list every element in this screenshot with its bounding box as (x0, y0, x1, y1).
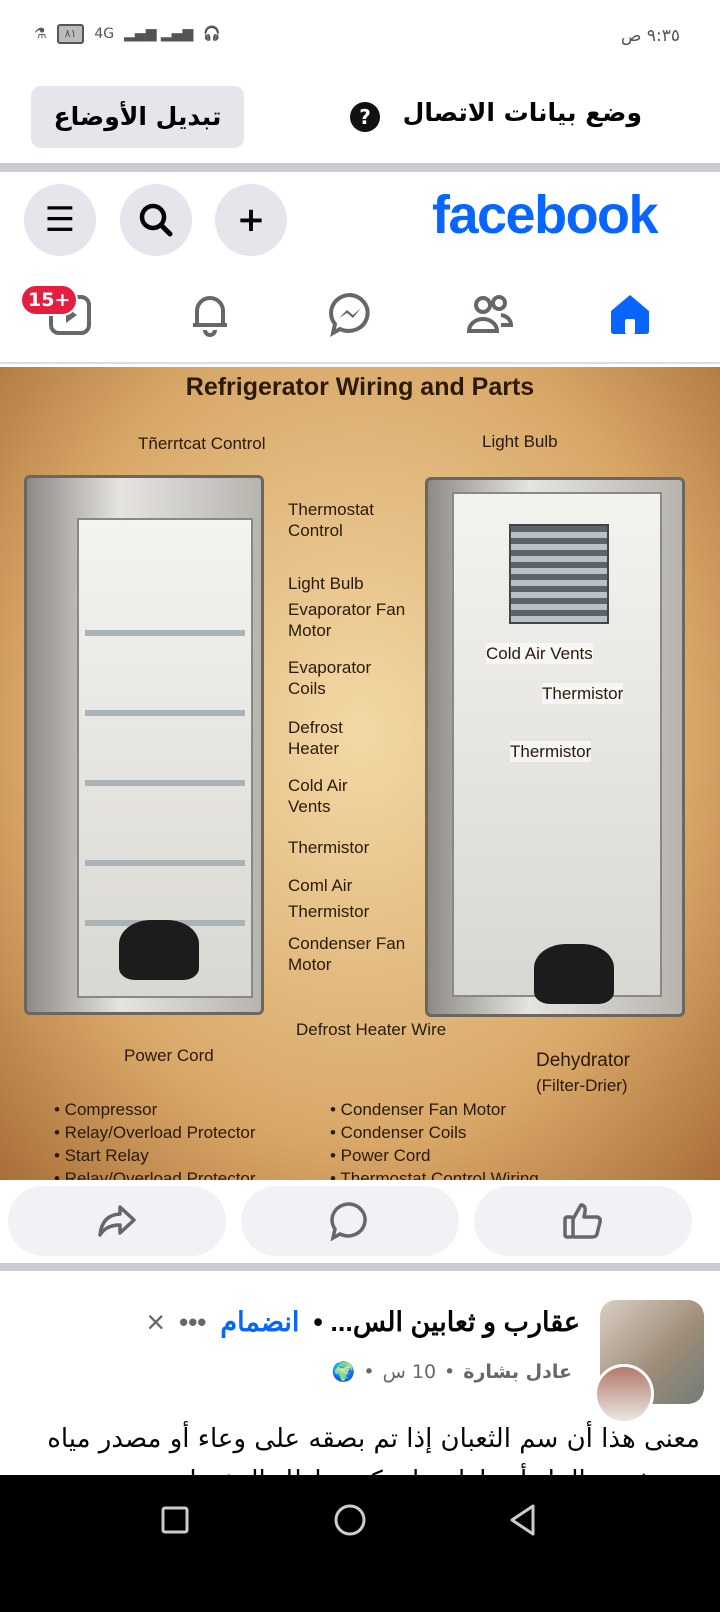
friends-icon (466, 295, 513, 333)
group-name-text[interactable]: عقارب و ثعابين الس... (330, 1307, 580, 1337)
divider (0, 163, 720, 172)
label: Evaporator Fan Motor (288, 600, 406, 640)
parts-list-item: • Condenser Fan Motor (330, 1100, 507, 1119)
label: Thermistor (542, 683, 624, 704)
close-button[interactable]: × (146, 1304, 166, 1340)
data-mode-title: وضع بيانات الاتصال (402, 98, 642, 127)
diagram-title: Refrigerator Wiring and Parts (185, 373, 535, 401)
switch-modes-button[interactable]: تبديل الأوضاع (31, 86, 244, 148)
home-icon (611, 295, 649, 334)
post-actions (0, 1186, 720, 1256)
parts-list-item: • Thermostat Control Wiring (330, 1169, 539, 1180)
label: Thermistor (510, 741, 592, 762)
comment-icon (330, 1202, 367, 1241)
label: Light Bulb (288, 574, 364, 593)
label: Condenser Fan Motor (288, 934, 406, 974)
fridge-left (24, 475, 264, 1015)
clock: ٩:٣٥ ص (620, 26, 680, 46)
group-name[interactable]: عقارب و ثعابين الس... • (313, 1307, 580, 1337)
label: Thermostat Control (288, 500, 374, 540)
label: Cold Air Vents (288, 776, 348, 816)
data-mode-bar: تبديل الأوضاع وضع بيانات الاتصال (0, 80, 720, 155)
post-time[interactable]: 10 س (382, 1360, 437, 1383)
battery-icon: ٨١ (56, 24, 85, 44)
back-button[interactable] (508, 1503, 538, 1537)
menu-button[interactable]: ☰ (24, 184, 96, 256)
recents-button[interactable] (160, 1505, 190, 1535)
label: Thermistor (288, 838, 370, 857)
label: Defrost Heater Wire (296, 1020, 447, 1039)
label: (Filter-Drier) (536, 1076, 628, 1095)
facebook-logo[interactable]: facebook (432, 185, 659, 245)
label: Tñerrtcat Control (138, 434, 266, 453)
share-button[interactable] (8, 1186, 226, 1256)
post-image[interactable]: Refrigerator Wiring and Parts Tñerrtcat … (0, 367, 720, 1180)
label: Light Bulb (482, 432, 558, 451)
label: Thermistor (288, 902, 370, 921)
post-meta: عادل بشارة• 10 س• 🌍 (331, 1360, 572, 1384)
parts-list-item: • Relay/Overload Protector (54, 1123, 256, 1142)
tab-friends[interactable] (460, 284, 520, 344)
network-label: 4G (94, 26, 115, 42)
label: Coml Air (288, 876, 353, 895)
fridge-right (425, 477, 685, 1017)
divider (0, 362, 720, 364)
post-header: عقارب و ثعابين الس... • انضمام ••• × عاد… (0, 1280, 720, 1424)
video-badge: 15+ (20, 284, 79, 316)
label: Cold Air Vents (486, 643, 593, 664)
more-options-button[interactable]: ••• (179, 1307, 207, 1337)
tab-home[interactable] (600, 284, 660, 344)
help-icon[interactable]: ? (350, 102, 380, 132)
tab-notifications[interactable] (180, 284, 240, 344)
label: Evaporator Coils (288, 658, 372, 698)
parts-list-item: • Relay/Overload Protector (54, 1169, 256, 1180)
menu-icon: ☰ (44, 200, 76, 240)
create-button[interactable]: + (215, 184, 287, 256)
parts-list-item: • Condenser Coils (330, 1123, 467, 1142)
lab-icon: ⚗ (34, 26, 47, 42)
globe-icon: 🌍 (331, 1361, 356, 1383)
search-icon (139, 203, 173, 237)
parts-list-item: • Compressor (54, 1100, 158, 1119)
bell-icon (193, 296, 227, 337)
messenger-icon (329, 292, 370, 337)
comment-button[interactable] (241, 1186, 459, 1256)
thumbs-up-icon (563, 1203, 602, 1239)
like-button[interactable] (474, 1186, 692, 1256)
parts-list-item: • Start Relay (54, 1146, 149, 1165)
home-button[interactable] (333, 1503, 367, 1537)
share-icon (98, 1205, 136, 1237)
post-text: معنى هذا أن سم الثعبان إذا تم بصقه على و… (47, 1424, 700, 1475)
plus-icon: + (236, 200, 266, 240)
label: Defrost Heater (288, 718, 343, 758)
divider (0, 1263, 720, 1271)
author-avatar[interactable] (594, 1364, 654, 1424)
headset-icon: 🎧 (203, 26, 221, 42)
status-icons: ⚗ ٨١ 4G ▂▄▆ ▂▄▆ 🎧 (34, 24, 221, 44)
label: Power Cord (124, 1046, 214, 1065)
parts-list-item: • Power Cord (330, 1146, 431, 1165)
search-button[interactable] (120, 184, 192, 256)
status-bar: ⚗ ٨١ 4G ▂▄▆ ▂▄▆ 🎧 ٩:٣٥ ص (0, 0, 720, 70)
post-header-row: عقارب و ثعابين الس... • انضمام ••• × (146, 1304, 580, 1341)
tab-messenger[interactable] (320, 284, 380, 344)
system-nav-bar (0, 1475, 720, 1612)
signal-icon: ▂▄▆ ▂▄▆ (124, 26, 194, 42)
author-name[interactable]: عادل بشارة (463, 1360, 572, 1383)
join-button[interactable]: انضمام (220, 1307, 300, 1337)
label: Dehydrator (536, 1050, 630, 1071)
